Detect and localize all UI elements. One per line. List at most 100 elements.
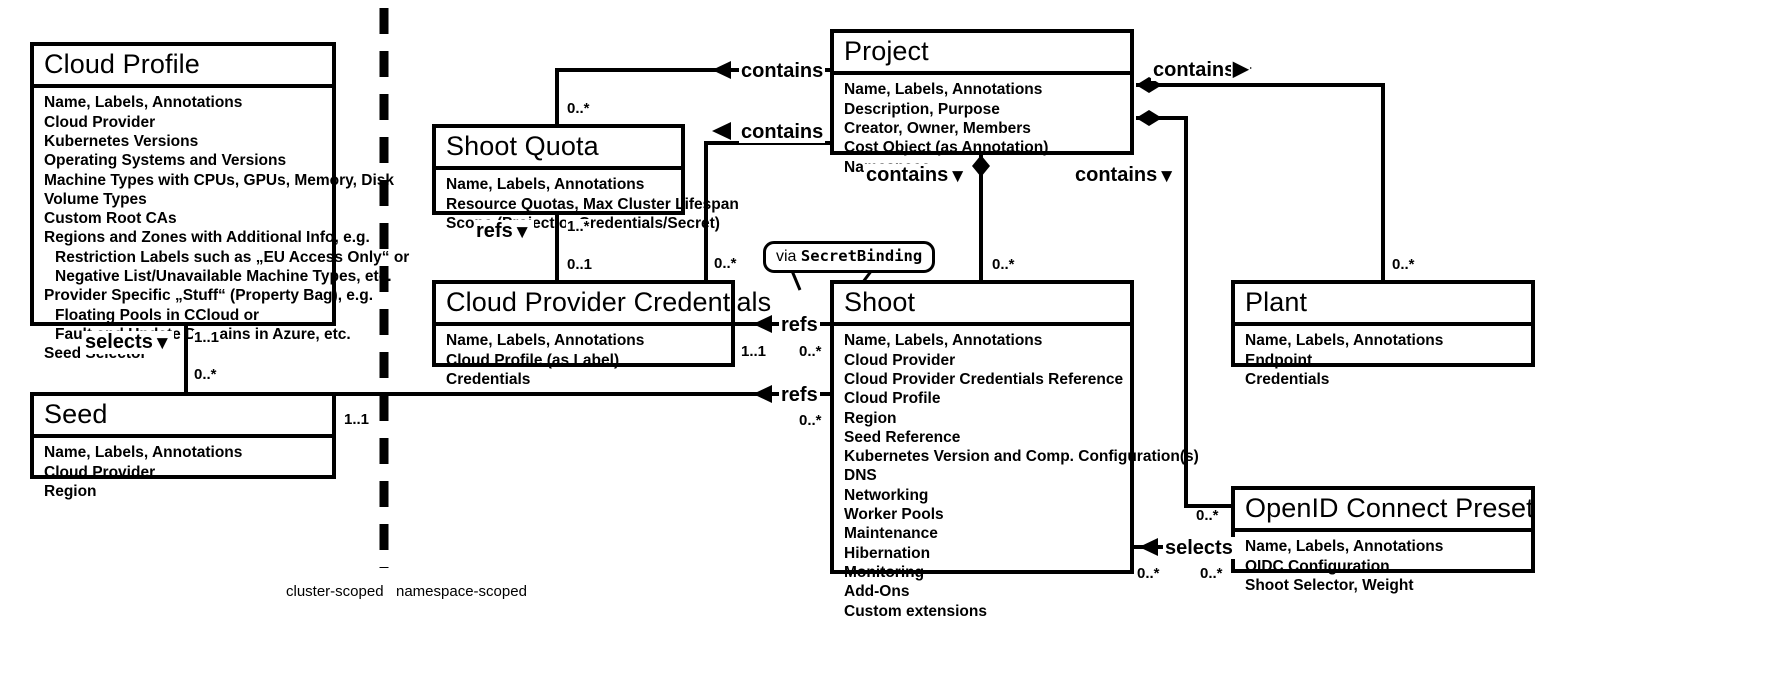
class-attribute: Machine Types with CPUs, GPUs, Memory, D… bbox=[44, 171, 394, 189]
class-attribute: Resource Quotas, Max Cluster Lifespan bbox=[446, 195, 739, 213]
relation-text: contains bbox=[866, 164, 949, 186]
relation-label-project-contains-credentials: contains bbox=[739, 121, 826, 143]
class-attribute: Shoot Selector, Weight bbox=[1245, 576, 1414, 594]
class-attribute: Seed Reference bbox=[844, 428, 961, 446]
multiplicity-credentials-shoot-right: 0..* bbox=[798, 343, 823, 360]
class-attribute: Regions and Zones with Additional Info, … bbox=[44, 229, 370, 247]
class-attribute: Cost Object (as Annotation) bbox=[844, 139, 1049, 157]
multiplicity-project-credentials: 0..* bbox=[713, 255, 738, 272]
class-attribute: Name, Labels, Annotations bbox=[844, 81, 1043, 99]
multiplicity-project-shoot-quota: 0..* bbox=[566, 100, 591, 117]
class-attribute: Hibernation bbox=[844, 544, 931, 562]
class-attribute: Custom extensions bbox=[844, 602, 987, 620]
class-attribute: Cloud Profile (as Label) bbox=[446, 351, 620, 369]
relation-label-oidc-selects-shoot: selects bbox=[1163, 537, 1235, 559]
class-box-cloud-provider-credentials[interactable]: Cloud Provider Credentials Name, Labels,… bbox=[432, 280, 771, 388]
class-attribute: Custom Root CAs bbox=[44, 210, 177, 228]
relation-text: selects bbox=[85, 331, 153, 353]
multiplicity-project-oidc: 0..* bbox=[1195, 507, 1220, 524]
class-attribute: Name, Labels, Annotations bbox=[44, 444, 243, 462]
callout-prefix: via bbox=[776, 248, 797, 265]
class-attribute: Monitoring bbox=[844, 563, 925, 581]
class-attribute: DNS bbox=[844, 467, 877, 485]
class-attribute: Kubernetes Version and Comp. Configurati… bbox=[844, 448, 1199, 466]
class-attribute: Operating Systems and Versions bbox=[44, 152, 287, 170]
multiplicity-shoot-seed-refs: 0..* bbox=[798, 412, 823, 429]
triangle-down-icon: ▼ bbox=[1157, 166, 1177, 187]
relation-text: contains bbox=[1075, 164, 1158, 186]
class-attribute: Cloud Profile bbox=[844, 390, 941, 408]
class-attribute: Name, Labels, Annotations bbox=[446, 176, 645, 194]
relation-text: refs bbox=[476, 220, 513, 242]
class-attribute: Maintenance bbox=[844, 525, 938, 543]
relation-label-quota-refs-credentials: refs▼ bbox=[474, 220, 534, 243]
class-title: Seed bbox=[34, 396, 332, 439]
callout-mono-text: SecretBinding bbox=[800, 247, 923, 265]
class-attribute: Endpoint bbox=[1245, 351, 1313, 369]
class-title: Shoot bbox=[834, 284, 1130, 327]
class-attribute: Cloud Provider bbox=[44, 113, 156, 131]
relation-label-shoot-refs-seed: refs bbox=[779, 384, 820, 406]
class-attribute: Cloud Provider Credentials Reference bbox=[844, 370, 1124, 388]
class-attribute: Description, Purpose bbox=[844, 100, 1000, 118]
class-attribute: OIDC Configuration bbox=[1245, 557, 1390, 575]
class-attribute: Name, Labels, Annotations bbox=[44, 94, 243, 112]
class-attribute: Name, Labels, Annotations bbox=[1245, 332, 1444, 350]
class-title: OpenID Connect Preset bbox=[1235, 490, 1534, 533]
class-attribute: Networking bbox=[844, 486, 929, 504]
relation-label-cloudprofile-selects-seed: selects▼ bbox=[83, 331, 174, 354]
multiplicity-seed-refs: 1..1 bbox=[343, 411, 371, 428]
class-attribute: Add-Ons bbox=[844, 583, 910, 601]
multiplicity-quota-refs-bottom: 0..1 bbox=[566, 256, 594, 273]
class-title: Cloud Profile bbox=[34, 46, 332, 89]
relation-label-project-contains-shoot-quota: contains bbox=[739, 60, 826, 82]
class-attribute: Worker Pools bbox=[844, 506, 944, 524]
class-attribute: Name, Labels, Annotations bbox=[1245, 538, 1444, 556]
relation-label-contains-plant-right: contains bbox=[1151, 59, 1238, 81]
class-attribute: Volume Types bbox=[44, 190, 147, 208]
relation-label-project-contains-plant: contains▼ bbox=[1073, 164, 1179, 187]
multiplicity-oidc-shoot-left: 0..* bbox=[1136, 565, 1161, 582]
relation-label-shoot-refs-credentials: refs bbox=[779, 314, 820, 336]
class-attribute: Restriction Labels such as „EU Access On… bbox=[55, 248, 410, 266]
callout-via-secretbinding: via SecretBinding bbox=[763, 241, 936, 273]
class-attribute: Credentials bbox=[446, 370, 531, 388]
class-attribute: Region bbox=[44, 482, 97, 500]
class-attribute: Negative List/Unavailable Machine Types,… bbox=[55, 268, 392, 286]
class-attribute: Name, Labels, Annotations bbox=[844, 332, 1043, 350]
class-attribute: Region bbox=[844, 409, 897, 427]
class-attribute: Cloud Provider bbox=[844, 351, 956, 369]
triangle-down-icon: ▼ bbox=[152, 333, 172, 354]
scope-label-namespace: namespace-scoped bbox=[396, 583, 527, 600]
scope-label-cluster: cluster-scoped bbox=[286, 583, 384, 600]
class-title: Project bbox=[834, 33, 1130, 76]
class-attribute: Kubernetes Versions bbox=[44, 132, 199, 150]
class-attribute: Credentials bbox=[1245, 370, 1330, 388]
multiplicity-credentials-shoot-left: 1..1 bbox=[740, 343, 768, 360]
class-title: Cloud Provider Credentials bbox=[436, 284, 771, 327]
triangle-right-icon-plant: ▶ bbox=[1231, 58, 1251, 80]
class-box-openid-connect-preset[interactable]: OpenID Connect Preset Name, Labels, Anno… bbox=[1231, 486, 1535, 594]
multiplicity-quota-refs-top: 1..* bbox=[566, 218, 591, 235]
class-attribute: Provider Specific „Stuff“ (Property Bag)… bbox=[44, 287, 374, 305]
class-attribute: Name, Labels, Annotations bbox=[446, 332, 645, 350]
multiplicity-cloudprofile-selects: 1..1 bbox=[193, 329, 221, 346]
triangle-down-icon: ▼ bbox=[512, 222, 532, 243]
class-attribute: Cloud Provider bbox=[44, 463, 156, 481]
class-attribute: Floating Pools in CCloud or bbox=[55, 306, 260, 324]
class-attribute: Creator, Owner, Members bbox=[844, 119, 1031, 137]
relation-label-project-contains-shoot: contains▼ bbox=[864, 164, 970, 187]
